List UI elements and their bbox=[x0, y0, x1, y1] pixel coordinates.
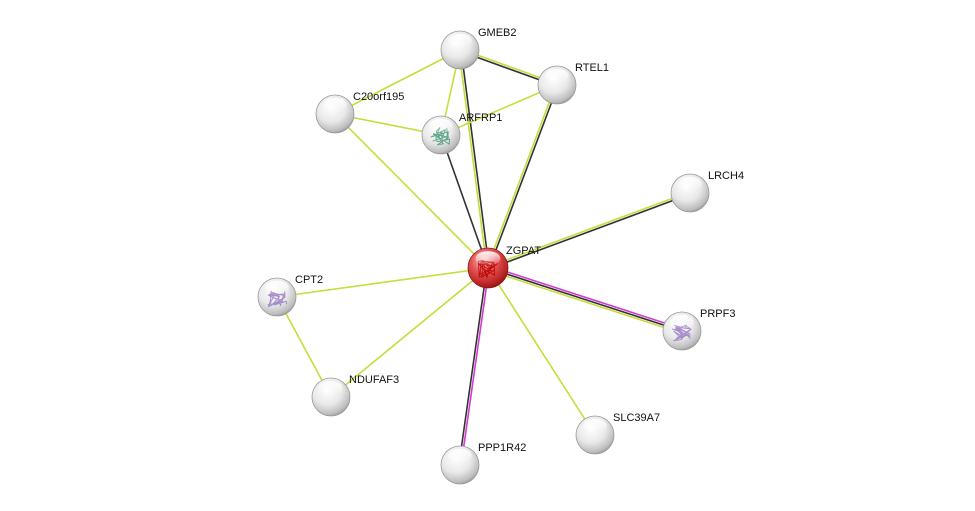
edge-line-textmining bbox=[334, 113, 489, 269]
node-rtel1[interactable] bbox=[537, 65, 577, 105]
node-label-gmeb2: GMEB2 bbox=[478, 27, 517, 39]
edge-line-experiments bbox=[460, 267, 490, 466]
node-label-c20orf195: C20orf195 bbox=[353, 91, 404, 103]
edge-line-experiments bbox=[487, 265, 684, 330]
edge-line-textmining bbox=[334, 49, 461, 115]
node-highlight bbox=[670, 315, 694, 329]
edge-line-textmining bbox=[487, 267, 596, 436]
edge-gmeb2-c20orf195[interactable] bbox=[334, 49, 461, 115]
node-highlight bbox=[448, 34, 472, 48]
edge-zgpat-cpt2[interactable] bbox=[276, 267, 489, 298]
node-label-ndufaf3: NDUFAF3 bbox=[349, 374, 399, 386]
edge-zgpat-rtel1[interactable] bbox=[486, 83, 559, 270]
edge-rtel1-arfrp1[interactable] bbox=[440, 84, 558, 136]
node-highlight bbox=[448, 449, 472, 463]
node-lrch4[interactable] bbox=[670, 173, 710, 213]
edge-zgpat-arfrp1[interactable] bbox=[440, 134, 489, 269]
node-label-ppp1r42: PPP1R42 bbox=[478, 442, 526, 454]
node-label-arfrp1: ARFRP1 bbox=[459, 112, 502, 124]
node-gmeb2[interactable] bbox=[440, 30, 480, 70]
edge-zgpat-ndufaf3[interactable] bbox=[330, 267, 489, 398]
node-cpt2[interactable] bbox=[257, 277, 297, 317]
node-ppp1r42[interactable] bbox=[440, 445, 480, 485]
edge-line-textmining bbox=[486, 191, 691, 268]
node-label-zgpat: ZGPAT bbox=[506, 245, 541, 257]
labels-layer: ZGPAT GMEB2RTEL1C20orf195ARFRP1LRCH4CPT2P… bbox=[295, 27, 744, 454]
node-highlight bbox=[319, 381, 343, 395]
node-label-slc39a7: SLC39A7 bbox=[613, 412, 660, 424]
edge-line-textmining bbox=[276, 267, 489, 298]
edge-zgpat-lrch4[interactable] bbox=[486, 191, 692, 270]
edge-zgpat-c20orf195[interactable] bbox=[334, 113, 489, 269]
node-prpf3[interactable] bbox=[662, 311, 702, 351]
edge-zgpat-prpf3[interactable] bbox=[486, 265, 684, 334]
edge-line-coexpression bbox=[487, 267, 683, 332]
edge-zgpat-gmeb2[interactable] bbox=[458, 49, 490, 269]
nodes-layer bbox=[257, 30, 710, 485]
node-highlight bbox=[265, 281, 289, 295]
node-c20orf195[interactable] bbox=[315, 94, 355, 134]
node-label-prpf3: PRPF3 bbox=[700, 308, 735, 320]
edge-line-textmining bbox=[458, 49, 488, 269]
edge-zgpat-ppp1r42[interactable] bbox=[458, 267, 490, 466]
node-label-lrch4: LRCH4 bbox=[708, 170, 744, 182]
edge-line-textmining bbox=[486, 269, 683, 334]
edge-line-coexpression bbox=[440, 134, 489, 269]
node-highlight bbox=[323, 98, 347, 112]
node-highlight bbox=[583, 419, 607, 433]
node-highlight bbox=[429, 119, 453, 133]
node-slc39a7[interactable] bbox=[575, 415, 615, 455]
protein-structure-icon bbox=[671, 324, 692, 342]
node-highlight bbox=[475, 251, 501, 266]
edge-line-textmining bbox=[486, 83, 557, 269]
node-ndufaf3[interactable] bbox=[311, 377, 351, 417]
edge-line-textmining bbox=[330, 267, 489, 398]
node-highlight bbox=[678, 177, 702, 191]
node-highlight bbox=[545, 69, 569, 83]
node-label-cpt2: CPT2 bbox=[295, 274, 323, 286]
node-label-rtel1: RTEL1 bbox=[575, 62, 609, 74]
node-zgpat[interactable] bbox=[467, 247, 509, 289]
node-arfrp1[interactable] bbox=[421, 115, 461, 155]
edge-line-coexpression bbox=[460, 49, 490, 269]
edge-zgpat-slc39a7[interactable] bbox=[487, 267, 596, 436]
edge-line-coexpression bbox=[488, 84, 559, 270]
edge-line-coexpression bbox=[487, 193, 692, 270]
edge-line-textmining bbox=[440, 84, 558, 136]
edge-line-coexpression bbox=[458, 267, 488, 466]
